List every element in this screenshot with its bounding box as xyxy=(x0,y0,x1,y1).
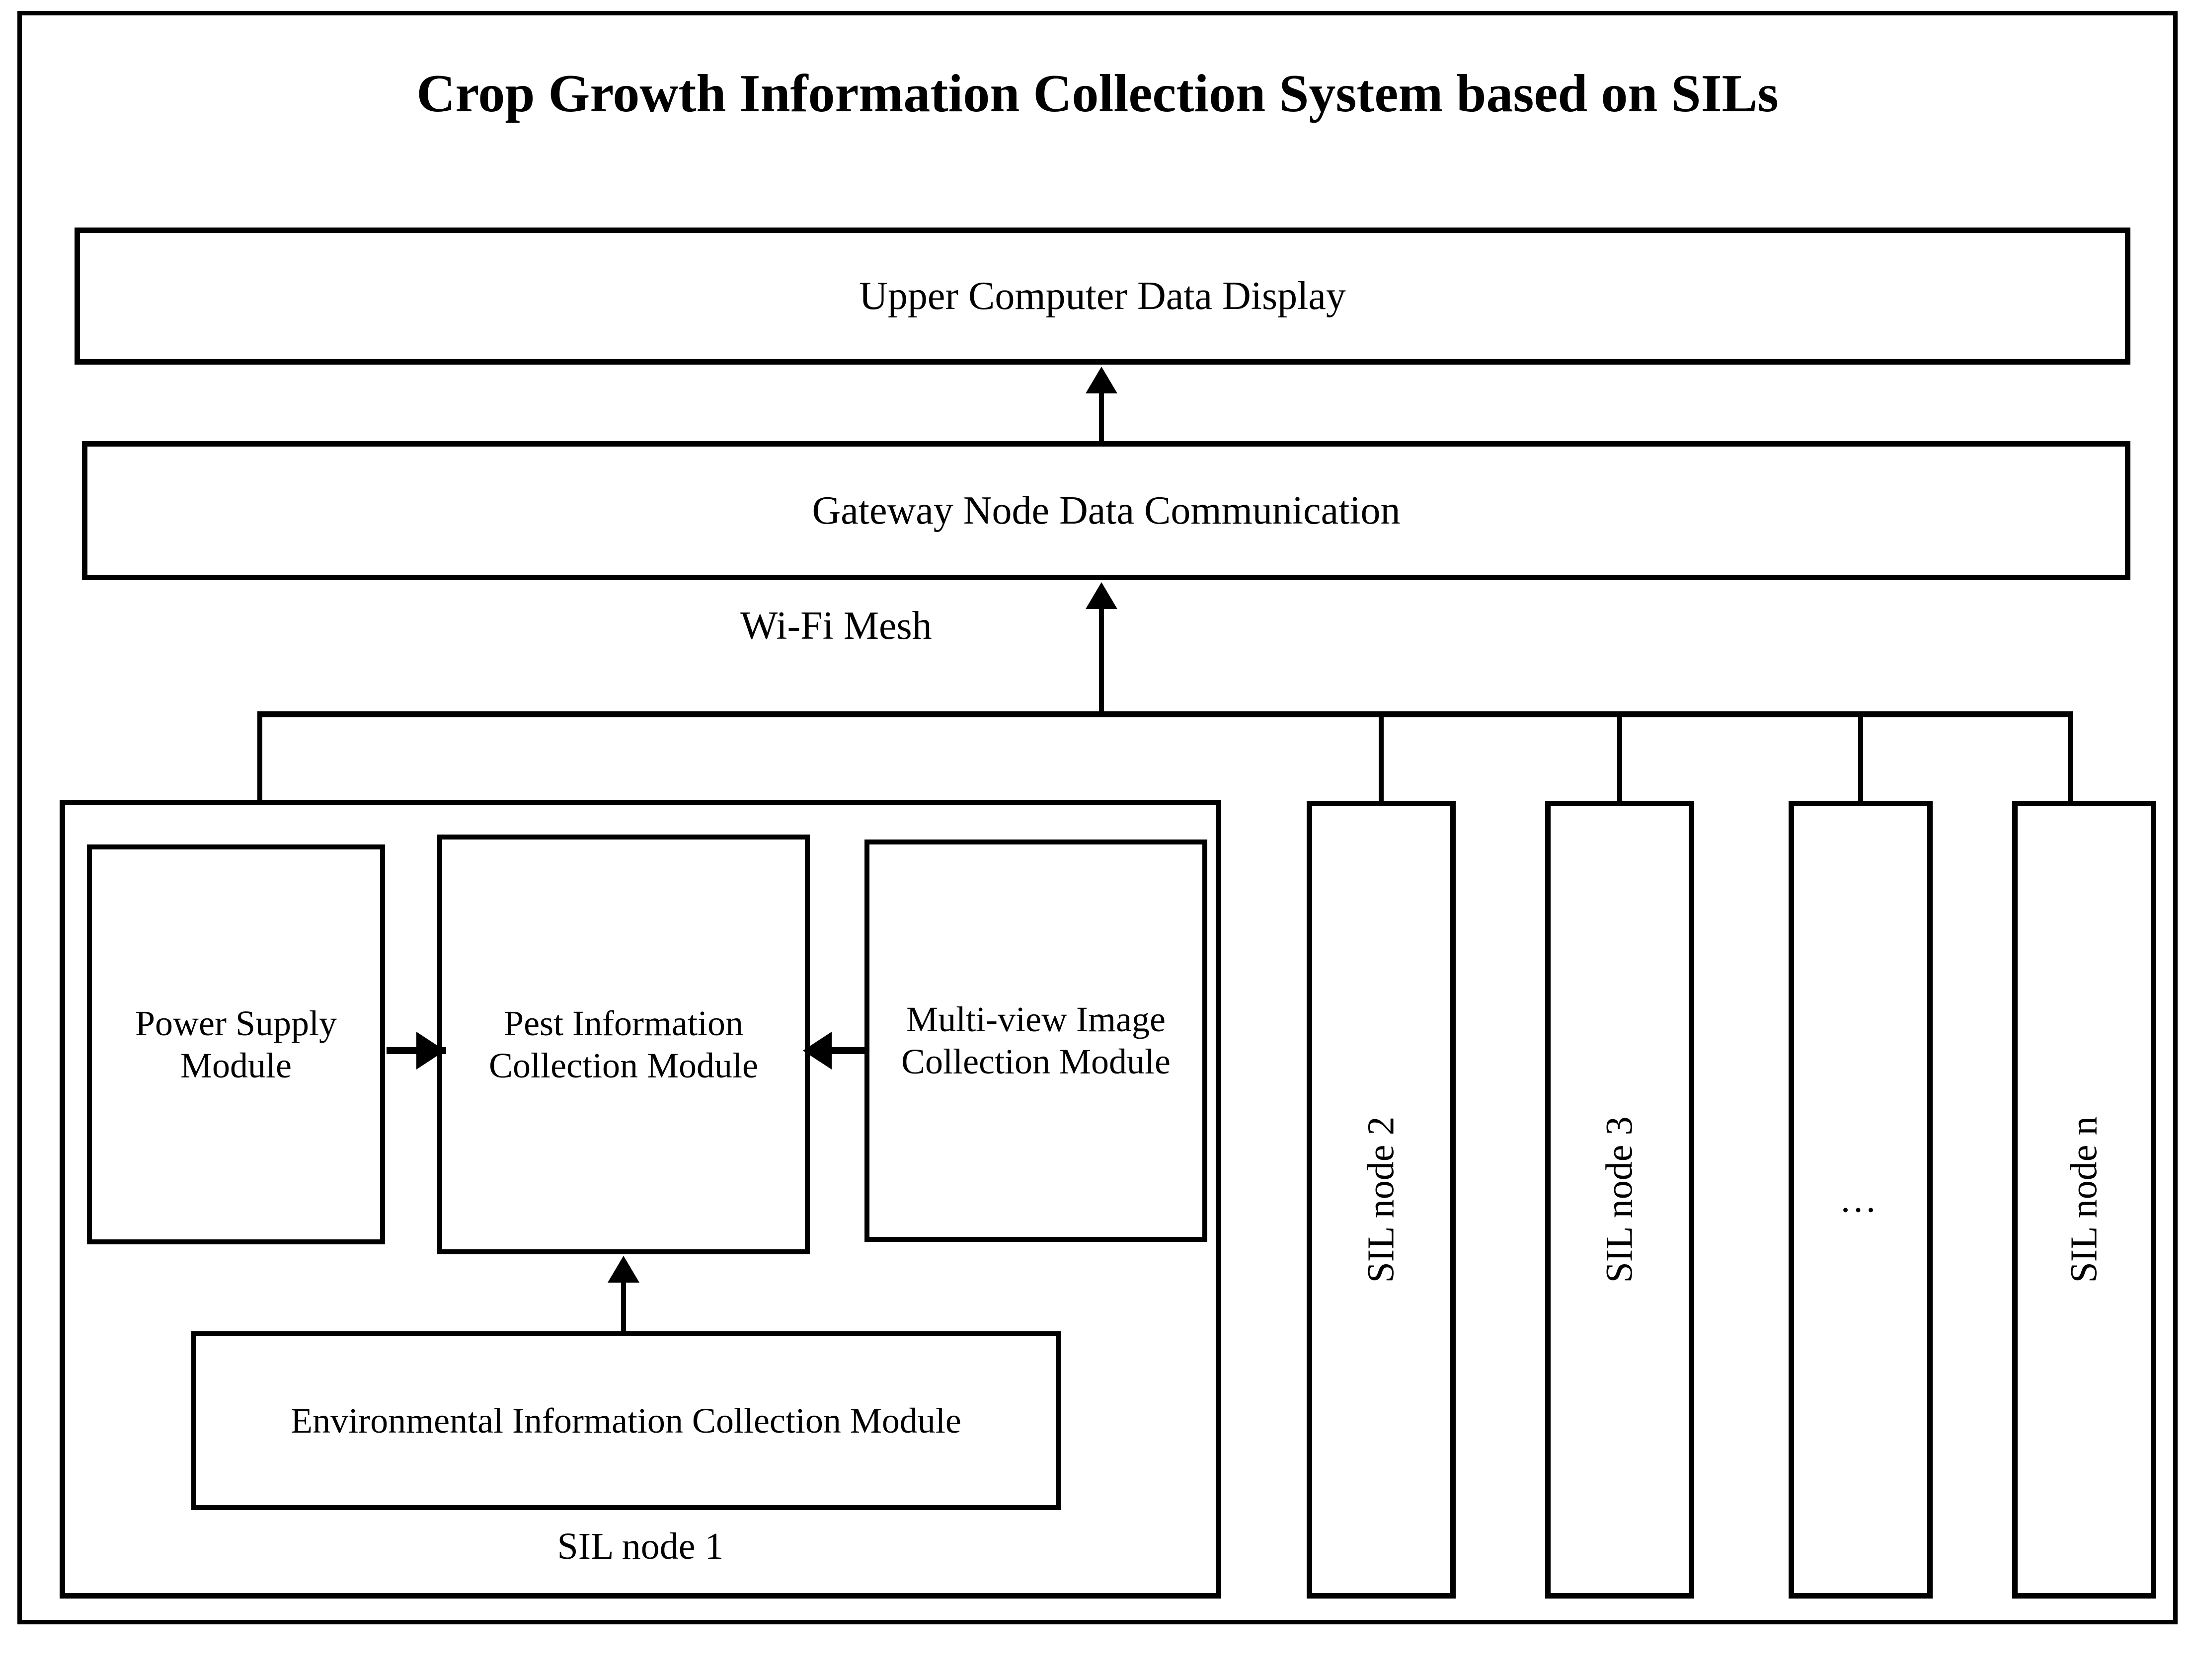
connector-bus-to-gateway-arrowhead xyxy=(1086,582,1117,609)
sil-node-ellipsis-box[interactable]: … xyxy=(1789,801,1933,1599)
sil-node-n-label: SIL node n xyxy=(2063,1116,2105,1283)
diagram-title: Crop Growth Information Collection Syste… xyxy=(416,64,1779,123)
pest-information-collection-module-box[interactable]: Pest Information Collection Module xyxy=(437,835,810,1254)
upper-computer-data-display-box[interactable]: Upper Computer Data Display xyxy=(75,228,2130,365)
sil-node-3-label: SIL node 3 xyxy=(1598,1116,1641,1283)
sil-node-2-label: SIL node 2 xyxy=(1360,1116,1402,1283)
power-supply-module-box[interactable]: Power Supply Module xyxy=(87,844,385,1244)
drop-line-sil-node-ellipsis xyxy=(1858,711,1863,803)
gateway-node-data-communication-box[interactable]: Gateway Node Data Communication xyxy=(82,441,2130,580)
mesh-bus-horizontal-line xyxy=(258,711,2072,717)
drop-line-sil-node-2 xyxy=(1379,711,1384,803)
arrow-environmental-to-pest-line xyxy=(621,1282,626,1334)
sil-node-1-label: SIL node 1 xyxy=(557,1526,724,1568)
sil-node-3-box[interactable]: SIL node 3 xyxy=(1545,801,1694,1599)
power-supply-module-label: Power Supply Module xyxy=(135,1003,337,1085)
drop-line-sil-node-n xyxy=(2068,711,2073,803)
arrow-power-to-pest-arrowhead xyxy=(416,1032,445,1069)
wifi-mesh-label: Wi-Fi Mesh xyxy=(740,604,932,648)
drop-line-sil-node-1 xyxy=(257,711,262,803)
environmental-information-collection-module-box[interactable]: Environmental Information Collection Mod… xyxy=(191,1331,1061,1510)
gateway-node-label: Gateway Node Data Communication xyxy=(812,488,1401,533)
multi-view-image-collection-module-label: Multi-view Image Collection Module xyxy=(901,999,1171,1081)
upper-computer-label: Upper Computer Data Display xyxy=(859,274,1346,318)
environmental-information-collection-module-label: Environmental Information Collection Mod… xyxy=(291,1400,961,1441)
connector-gateway-to-upper-line xyxy=(1099,392,1104,445)
pest-information-collection-module-label: Pest Information Collection Module xyxy=(489,1003,758,1085)
arrow-multiview-to-pest-arrowhead xyxy=(803,1032,832,1069)
sil-node-ellipsis-label: … xyxy=(1839,1178,1882,1221)
drop-line-sil-node-3 xyxy=(1617,711,1622,803)
connector-gateway-to-upper-arrowhead xyxy=(1086,367,1117,393)
sil-node-2-box[interactable]: SIL node 2 xyxy=(1307,801,1456,1599)
connector-bus-to-gateway-line xyxy=(1099,609,1104,715)
arrow-environmental-to-pest-arrowhead xyxy=(608,1256,639,1283)
multi-view-image-collection-module-box[interactable]: Multi-view Image Collection Module xyxy=(864,840,1207,1242)
sil-node-n-box[interactable]: SIL node n xyxy=(2012,801,2156,1599)
